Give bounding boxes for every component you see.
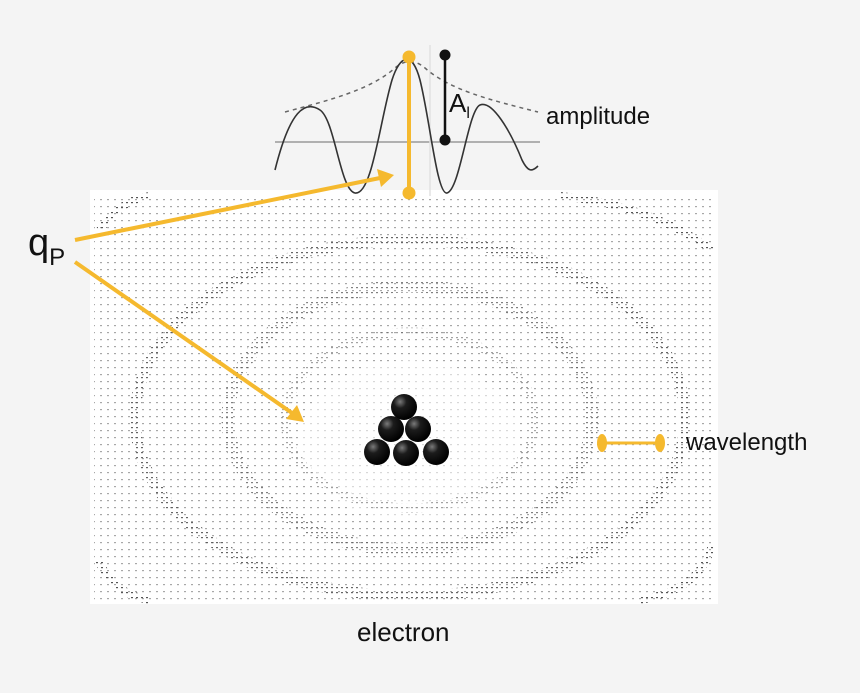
- corner-arc-top-right: [559, 192, 715, 254]
- nucleon: [423, 439, 449, 465]
- middle-ring: [221, 279, 599, 557]
- qp-arrow-lower: [73, 260, 294, 415]
- nucleon: [391, 394, 417, 420]
- qp-indicators: [73, 50, 416, 422]
- wavelength-marker-right: [655, 434, 665, 452]
- wavelength-label: wavelength: [686, 429, 808, 456]
- corner-arc-bottom-left: [94, 558, 151, 604]
- qp-label-sub: P: [49, 244, 66, 271]
- amplitude-marker-top: [439, 49, 451, 61]
- electron-label: electron: [357, 617, 450, 647]
- qp-top-dot: [402, 50, 416, 64]
- qp-arrowhead-upper: [377, 169, 394, 187]
- amplitude-marker-bottom: [439, 134, 451, 146]
- nucleon: [393, 440, 419, 466]
- inner-ring: [280, 327, 540, 513]
- wavelength-marker-left: [597, 434, 607, 452]
- corner-arc-bottom-right: [639, 543, 716, 604]
- outer-ring: [129, 234, 691, 602]
- al-label-sub: l: [466, 105, 470, 122]
- amplitude-label: amplitude: [546, 103, 651, 130]
- nucleon: [405, 416, 431, 442]
- wavelength-marker: [597, 434, 665, 452]
- wave-curve: [274, 58, 539, 194]
- nucleon: [378, 416, 404, 442]
- nucleus: [364, 394, 449, 466]
- al-label-main: A: [449, 88, 467, 118]
- envelope-curve: [284, 60, 539, 113]
- qp-label: qP: [28, 222, 65, 271]
- nucleon: [364, 439, 390, 465]
- corner-arc-top-left: [96, 192, 151, 233]
- qp-arrowhead-lower: [286, 405, 304, 422]
- qp-bottom-dot: [402, 186, 416, 200]
- al-label: Al: [449, 88, 470, 122]
- qp-label-main: q: [28, 222, 50, 264]
- qp-arrow-upper: [74, 176, 381, 242]
